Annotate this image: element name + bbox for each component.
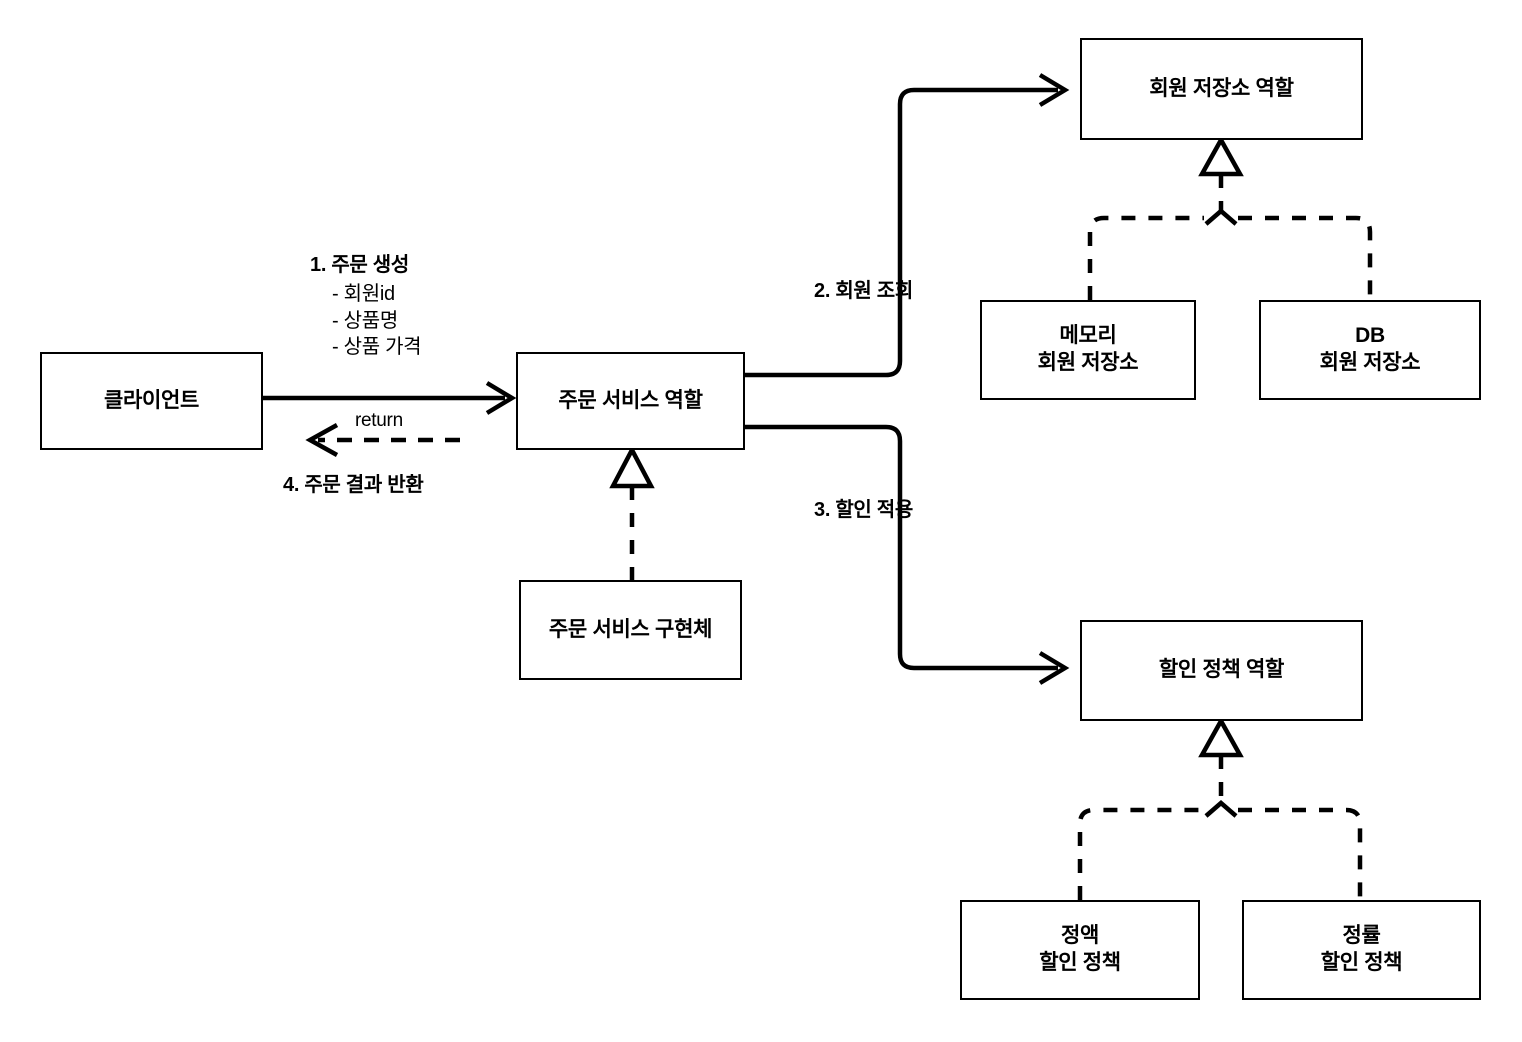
node-client[interactable]: 클라이언트 bbox=[40, 352, 263, 450]
node-memory-member-repository-label: 메모리 회원 저장소 bbox=[1037, 324, 1139, 374]
node-client-label: 클라이언트 bbox=[103, 388, 200, 412]
edge-discount-policies-realize-role bbox=[1077, 716, 1363, 900]
edge-label-member-lookup: 2. 회원 조회 bbox=[814, 280, 913, 302]
node-member-repository-role-label: 회원 저장소 역할 bbox=[1149, 76, 1294, 100]
edge-label-order-result-return: 4. 주문 결과 반환 bbox=[283, 474, 424, 496]
node-fix-discount-policy-label: 정액 할인 정책 bbox=[1039, 924, 1121, 974]
node-rate-discount-policy[interactable]: 정률 할인 정책 bbox=[1242, 900, 1481, 1000]
call-param-item-price: - 상품 가격 bbox=[332, 336, 422, 359]
node-rate-discount-policy-label: 정률 할인 정책 bbox=[1320, 924, 1403, 974]
call-params-order-create: 1. 주문 생성 - 회원id - 상품명 - 상품 가격 bbox=[310, 252, 422, 361]
node-order-service-impl[interactable]: 주문 서비스 구현체 bbox=[519, 580, 742, 680]
call-param-member-id: - 회원id bbox=[332, 282, 395, 305]
node-db-member-repository[interactable]: DB 회원 저장소 bbox=[1259, 300, 1481, 400]
node-order-service[interactable]: 주문 서비스 역할 bbox=[516, 352, 745, 450]
node-discount-policy-role[interactable]: 할인 정책 역할 bbox=[1080, 620, 1363, 721]
node-order-service-impl-label: 주문 서비스 구현체 bbox=[548, 617, 713, 641]
node-order-service-label: 주문 서비스 역할 bbox=[558, 388, 703, 412]
edge-member-repos-realize-role bbox=[1087, 135, 1373, 300]
node-discount-policy-role-label: 할인 정책 역할 bbox=[1158, 658, 1285, 682]
node-fix-discount-policy[interactable]: 정액 할인 정책 bbox=[960, 900, 1200, 1000]
node-memory-member-repository[interactable]: 메모리 회원 저장소 bbox=[980, 300, 1196, 400]
edge-order-service-to-discount-policy bbox=[745, 424, 1070, 685]
call-param-item-name: - 상품명 bbox=[332, 309, 398, 332]
node-db-member-repository-label: DB 회원 저장소 bbox=[1319, 324, 1421, 374]
edge-impl-realizes-order-service bbox=[609, 445, 655, 580]
call-params-title: 1. 주문 생성 bbox=[310, 254, 409, 276]
node-member-repository-role[interactable]: 회원 저장소 역할 bbox=[1080, 38, 1363, 140]
edge-label-discount-apply: 3. 할인 적용 bbox=[814, 499, 913, 521]
edge-client-to-order-service bbox=[263, 381, 517, 415]
edge-label-return: return bbox=[355, 410, 403, 431]
